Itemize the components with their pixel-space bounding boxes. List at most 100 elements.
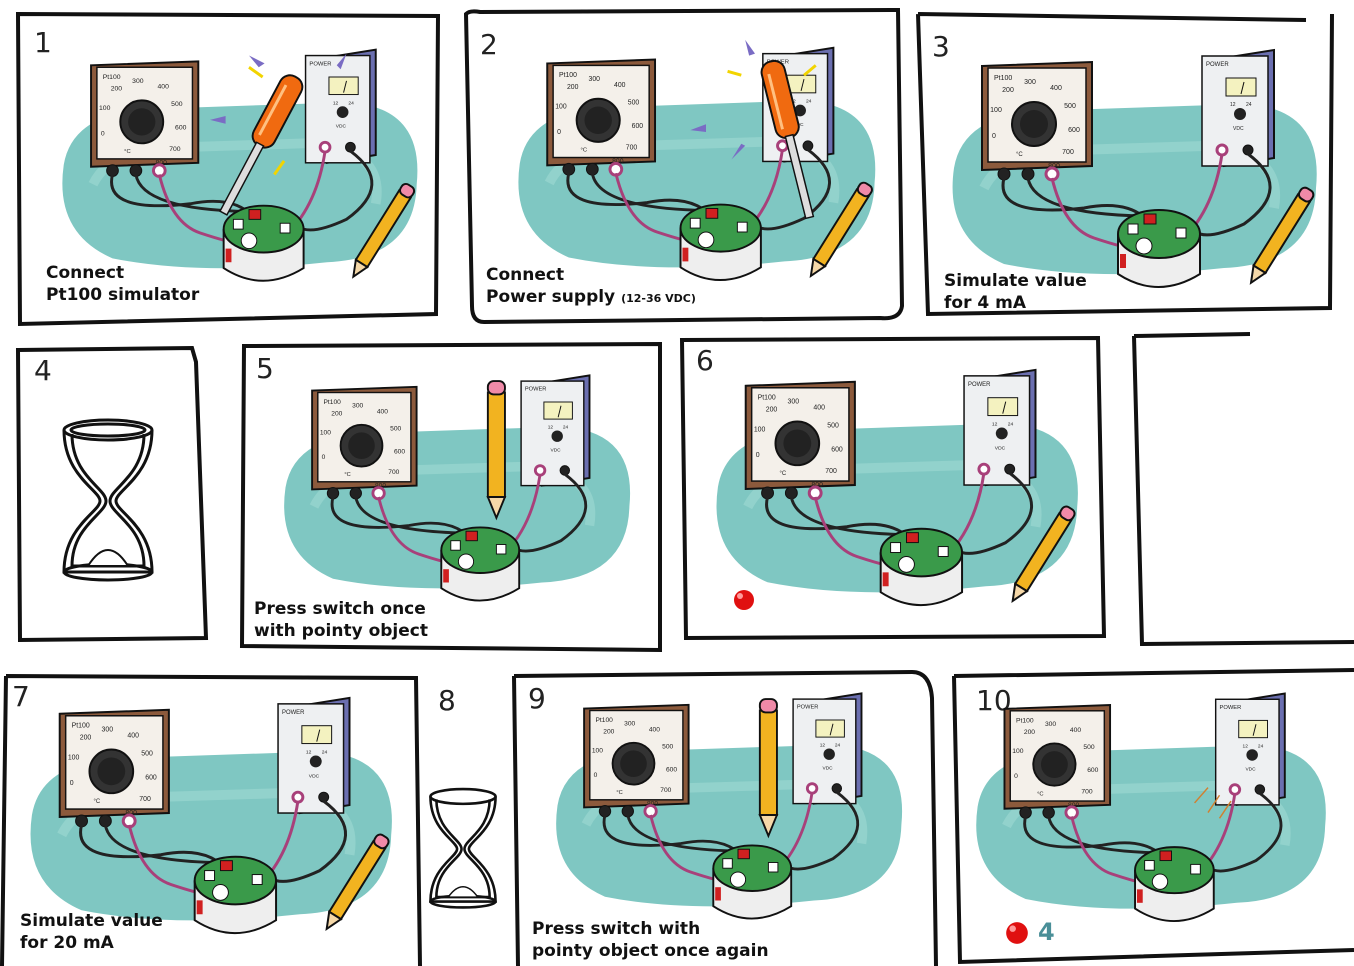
power-supply: POWER 12 24 VDC <box>1216 694 1285 805</box>
caption-line: Power supply <box>486 287 615 307</box>
panel-6: 6 Pt100 0100200300400500600700800 °C POW… <box>678 334 1110 644</box>
svg-text:POWER: POWER <box>1220 705 1242 711</box>
dial-tick-label: 300 <box>1045 721 1056 728</box>
dial-tick-label: 700 <box>388 469 399 476</box>
svg-text:12: 12 <box>992 421 998 427</box>
terminal-pink <box>1230 785 1240 795</box>
dial-tick-label: 500 <box>141 750 153 757</box>
panel-number: 1 <box>34 26 52 59</box>
power-supply: POWER 12 24 VDC <box>1202 50 1274 166</box>
caption-line: Simulate value <box>944 270 1087 292</box>
dial-tick-label: 200 <box>567 84 579 91</box>
svg-text:POWER: POWER <box>282 710 305 716</box>
terminal-pink <box>1217 145 1227 155</box>
svg-text:24: 24 <box>322 749 328 755</box>
svg-text:12: 12 <box>333 100 339 106</box>
svg-text:12: 12 <box>820 743 826 749</box>
panel-8: 8 <box>422 680 508 940</box>
dial-tick-label: 0 <box>992 133 996 140</box>
dial-tick-label: 700 <box>1062 149 1074 156</box>
terminal-pink <box>778 141 788 151</box>
dial-tick-label: 200 <box>766 407 778 414</box>
dial-tick-label: 400 <box>158 84 170 91</box>
terminal-black <box>560 466 570 476</box>
caption-line: pointy object once again <box>532 940 769 962</box>
pt100-simulator: Pt100 0100200300400500600700800 °C <box>584 705 689 817</box>
terminal-black <box>803 141 813 151</box>
svg-text:°C: °C <box>124 149 131 155</box>
svg-text:VDC: VDC <box>995 445 1006 451</box>
dial-tick-label: 0 <box>557 129 561 136</box>
caption-line: Press switch once <box>254 598 428 620</box>
dial-tick-label: 200 <box>80 735 92 742</box>
pt100-simulator: Pt100 0100200300400500600700800 °C <box>547 60 655 176</box>
svg-text:VDC: VDC <box>309 773 320 779</box>
svg-text:VDC: VDC <box>336 124 347 130</box>
dial-tick-label: 300 <box>1024 79 1036 86</box>
terminal-black <box>346 142 356 152</box>
svg-text:12: 12 <box>1230 102 1236 108</box>
svg-text:°C: °C <box>779 471 786 477</box>
svg-text:24: 24 <box>1258 743 1264 749</box>
dial-tick-label: 700 <box>1081 788 1092 795</box>
dial-tick-label: 100 <box>320 429 331 436</box>
panel-number: 5 <box>256 352 274 385</box>
dial-tick-label: 200 <box>1024 729 1035 736</box>
svg-text:12: 12 <box>548 425 554 431</box>
svg-text:24: 24 <box>348 100 354 106</box>
test-setup-illustration: Pt100 0100200300400500600700800 °C POWER… <box>968 682 1352 936</box>
terminal-black <box>319 792 329 802</box>
pencil-icon <box>760 699 777 836</box>
svg-text:VDC: VDC <box>1233 126 1244 132</box>
dial-tick-label: 400 <box>377 408 388 415</box>
pt100-simulator: Pt100 0100200300400500600700800 °C <box>91 61 198 176</box>
svg-text:°C: °C <box>1037 791 1043 797</box>
power-supply: POWER 12 24 VDC <box>521 375 589 485</box>
caption-line: for 20 mA <box>20 932 163 954</box>
panel-number: 9 <box>528 682 546 715</box>
dial-tick-label: 300 <box>589 76 601 83</box>
dial-tick-label: 300 <box>132 78 144 85</box>
dial-tick-label: 500 <box>827 422 839 429</box>
dial-tick-label: 600 <box>1087 767 1098 774</box>
power-supply: POWER 12 24 VDC <box>278 698 349 813</box>
test-setup-illustration: Pt100 0100200300400500600700800 °C POWER… <box>708 358 1108 620</box>
dial-tick-label: 400 <box>813 405 825 412</box>
dial-tick-label: 200 <box>603 728 614 735</box>
svg-text:°C: °C <box>93 799 100 805</box>
temperature-transmitter <box>195 857 276 933</box>
svg-text:POWER: POWER <box>1206 62 1229 68</box>
terminal-pink <box>979 464 989 474</box>
dial-tick-label: 100 <box>592 747 603 754</box>
dial-tick-label: 600 <box>175 125 187 132</box>
svg-text:Pt100: Pt100 <box>559 72 577 79</box>
terminal-black <box>1243 145 1253 155</box>
dial-tick-label: 100 <box>754 426 766 433</box>
caption-line: Pt100 simulator <box>46 284 199 306</box>
panel-caption: Connect Power supply (12-36 VDC) <box>486 264 696 310</box>
terminal-pink <box>320 142 330 152</box>
svg-text:24: 24 <box>563 425 569 431</box>
temperature-transmitter <box>224 206 304 281</box>
dial-tick-label: 700 <box>825 468 837 475</box>
dial-tick-label: 600 <box>632 123 644 130</box>
caption-line: Connect <box>46 262 199 284</box>
dial-tick-label: 100 <box>68 754 80 761</box>
caption-line: with pointy object <box>254 620 428 642</box>
dial-tick-label: 0 <box>1014 773 1018 780</box>
panel-caption: Simulate value for 4 mA <box>944 270 1087 314</box>
svg-text:POWER: POWER <box>968 382 991 388</box>
panel-frame <box>1130 330 1354 650</box>
caption-line: Press switch with <box>532 918 769 940</box>
dial-tick-label: 600 <box>145 774 157 781</box>
panel-number: 4 <box>34 354 52 387</box>
svg-text:24: 24 <box>1246 102 1252 108</box>
hourglass-icon <box>426 784 500 914</box>
panel-number: 2 <box>480 28 498 61</box>
caption-line: Simulate value <box>20 910 163 932</box>
svg-text:24: 24 <box>806 99 812 105</box>
terminal-black <box>1005 464 1015 474</box>
